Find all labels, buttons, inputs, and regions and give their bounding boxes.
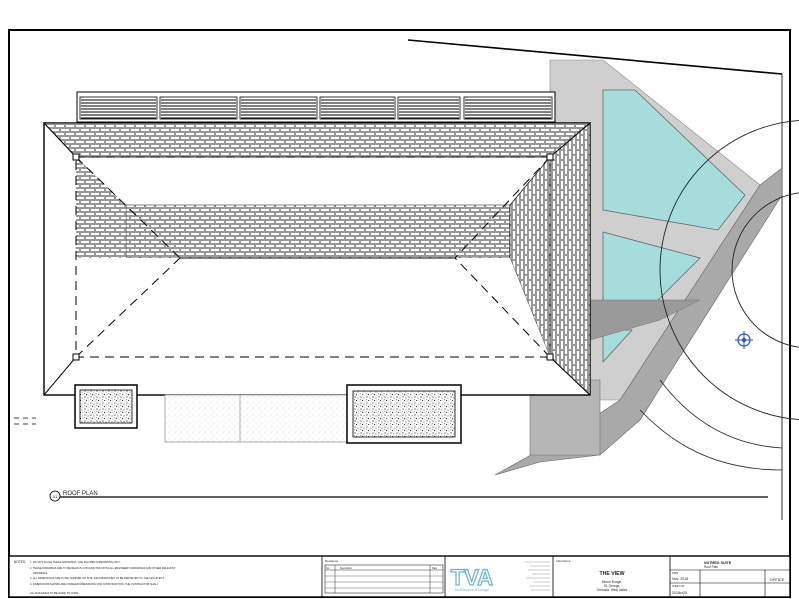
- revisions-heading: Revisions: [325, 559, 339, 563]
- view-title: ROOF PLAN: [63, 491, 98, 497]
- note-line: 1. DO NOT SCALE THESE DRAWINGS. USE FIGU…: [30, 560, 121, 564]
- survey-marker-icon: [735, 331, 753, 349]
- note-line: 4. DIMENSIONS SHOWN ARE FINISHED DIMENSI…: [30, 582, 159, 586]
- pool-water-upper: [602, 89, 746, 231]
- sheet-subtitle: Roof Plan: [704, 565, 718, 569]
- project-address: St. George,: [604, 584, 620, 588]
- planter-right: [352, 390, 456, 438]
- roof-vent-strip: [76, 91, 556, 123]
- driveway-circle-outer: [659, 119, 799, 421]
- hip-roof: [43, 122, 592, 396]
- status-stamp: OFFICE: [770, 577, 785, 582]
- view-label: 01 ROOF PLAN: [49, 490, 768, 502]
- logo-tagline: Architecture & Design: [455, 588, 490, 592]
- revision-col: No.: [326, 567, 330, 570]
- date-value: Nov. 2018: [672, 577, 688, 581]
- note-line: DRAWINGS.: [33, 571, 48, 575]
- driveway-curve-2: [659, 379, 783, 449]
- tva-logo: TVA Architecture & Design: [450, 564, 494, 592]
- terrace-paving: [164, 394, 351, 443]
- project-address: Morne Rouge,: [602, 580, 622, 584]
- planter-left: [79, 389, 133, 424]
- sheet-no-label: SHEET NO.: [672, 585, 685, 588]
- logo-mark: TVA: [451, 565, 493, 590]
- revision-col: Description: [340, 567, 353, 570]
- notes-heading: NOTES:: [14, 560, 26, 564]
- driveway-curve: [639, 409, 783, 471]
- sheet-title: NUTMEG SUITE: [704, 561, 732, 565]
- project-name: THE VIEW: [599, 571, 624, 577]
- view-number-bubble: [49, 490, 61, 502]
- site-boundary-top: [407, 39, 783, 75]
- title-block: NOTES: 1. DO NOT SCALE THESE DRAWINGS. U…: [8, 555, 791, 598]
- view-number: 01: [53, 494, 58, 499]
- driveway-circle-inner: [731, 192, 799, 348]
- sheet-no: 2018cr20: [672, 591, 687, 595]
- note-line: 2. THESE DRAWINGS ARE TO BE READ IN CONJ…: [30, 566, 176, 570]
- date-label: DATE: [672, 572, 679, 575]
- revision-col: Date: [432, 567, 438, 570]
- client-label: Client Name: [556, 559, 571, 563]
- note-line: 3. ALL DIMENSIONS ARE TO BE VERIFIED ON …: [30, 576, 165, 580]
- project-address: Grenada, West Indies: [597, 588, 628, 592]
- contact-lines: [525, 561, 550, 591]
- note-line: ALL BUILDINGS TO BE DONE TO CODE.: [30, 591, 79, 595]
